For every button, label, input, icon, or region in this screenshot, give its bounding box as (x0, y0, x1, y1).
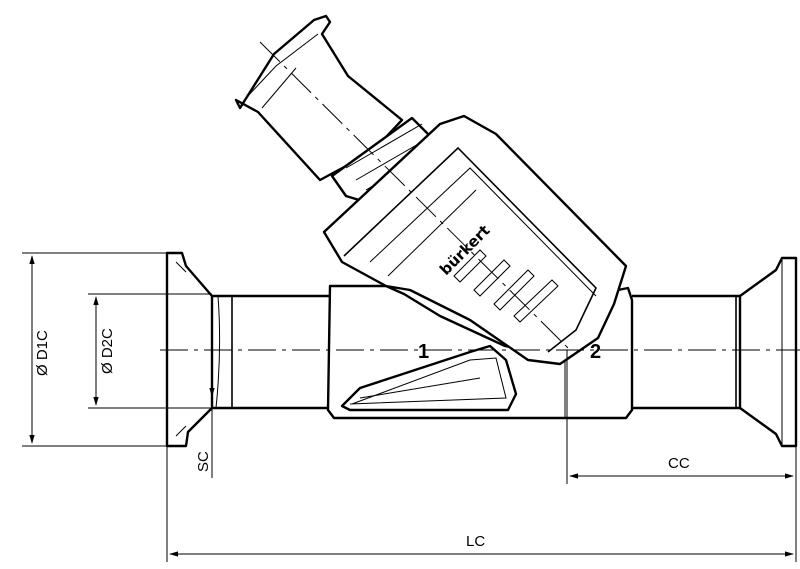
actuator-assembly (234, 14, 628, 366)
dimension-d2c (88, 293, 212, 409)
dimension-d1c (22, 252, 167, 447)
port-label-2: 2 (590, 341, 601, 363)
port-label-1: 1 (418, 341, 429, 363)
dimension-d1c-label: Ø D1C (34, 330, 51, 376)
dimension-cc (566, 350, 797, 484)
dimension-lc (166, 446, 797, 562)
dimension-sc-label: SC (195, 451, 212, 472)
actuator-centerline (259, 41, 571, 351)
dimension-lc-label: LC (466, 533, 485, 550)
right-clamp-flange (738, 256, 798, 448)
actuator-housing (322, 114, 628, 366)
dimension-cc-label: CC (668, 455, 690, 472)
dimension-d2c-label: Ø D2C (99, 328, 116, 374)
top-clamp-fitting (234, 14, 404, 182)
